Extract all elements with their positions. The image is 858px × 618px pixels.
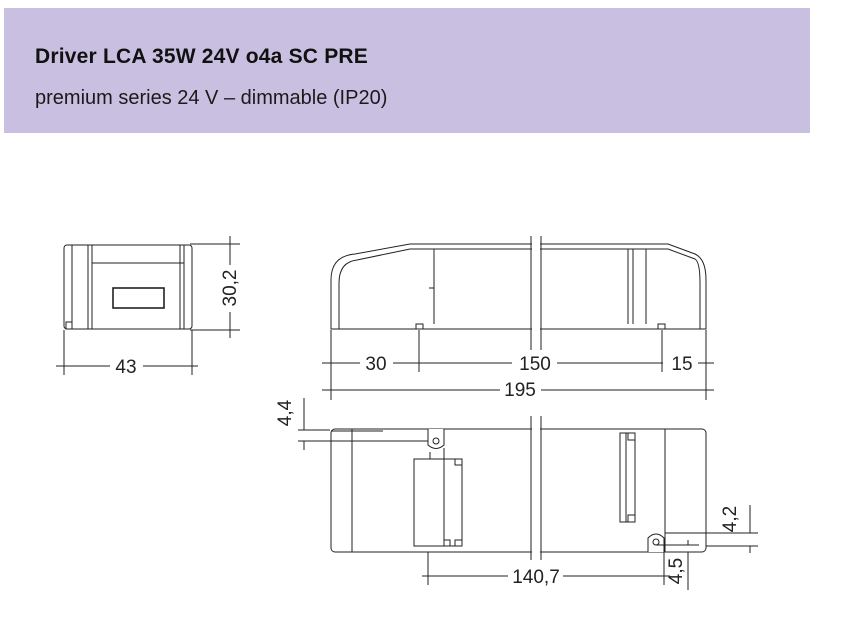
dim-right-offset: 4,2 bbox=[720, 506, 741, 532]
end-view bbox=[56, 236, 240, 375]
product-subtitle: premium series 24 V – dimmable (IP20) bbox=[35, 87, 388, 109]
dim-left-section: 30 bbox=[365, 354, 386, 375]
dim-bottom-offset: 4,5 bbox=[666, 558, 687, 584]
top-view bbox=[298, 398, 758, 590]
label-window bbox=[112, 287, 165, 309]
header-banner: Driver LCA 35W 24V o4a SC PRE premium se… bbox=[4, 8, 810, 133]
side-view bbox=[322, 236, 714, 400]
dim-total-length: 195 bbox=[504, 380, 536, 401]
dim-right-section: 15 bbox=[671, 354, 692, 375]
product-title: Driver LCA 35W 24V o4a SC PRE bbox=[35, 45, 368, 68]
dim-mount-hole-spacing: 140,7 bbox=[512, 567, 560, 588]
dim-end-width: 43 bbox=[115, 357, 136, 378]
dim-end-height: 30,2 bbox=[220, 270, 241, 307]
dim-top-offset: 4,4 bbox=[275, 399, 296, 426]
dim-middle-section: 150 bbox=[519, 354, 551, 375]
